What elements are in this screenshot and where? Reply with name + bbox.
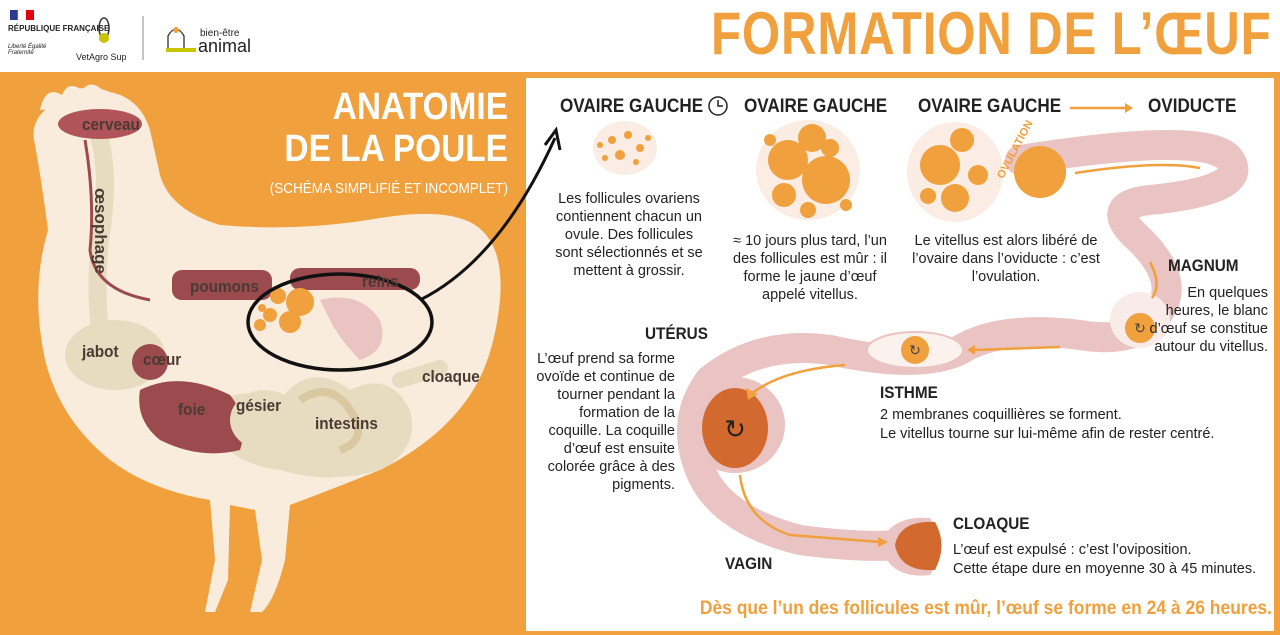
step-isthme-title: ISTHME: [880, 383, 938, 402]
step-ovaire-2-title: OVAIRE GAUCHE: [744, 96, 888, 117]
anatomy-title: ANATOMIE DE LA POULE: [250, 86, 508, 170]
step-ovaire-1-title: OVAIRE GAUCHE: [560, 96, 704, 117]
step-cloaque-line1: L’œuf est expulsé : c’est l’oviposition.: [953, 542, 1192, 558]
step-isthme-line1: 2 membranes coquillières se forment.: [880, 407, 1122, 423]
footer-note: Dès que l’un des follicules est mûr, l’œ…: [699, 598, 1272, 619]
zoom-arrow: [419, 137, 557, 302]
follicles-growing-illustration: [756, 120, 860, 220]
magnum-yolk: [1125, 313, 1155, 343]
label-cerveau: cerveau: [82, 115, 140, 134]
vetagro-label: VetAgro Sup: [76, 52, 127, 62]
brain-shape: [58, 109, 142, 139]
cloaca-egg: [895, 521, 942, 571]
ovulation-illustration: [907, 122, 1066, 222]
logos: RÉPUBLIQUE FRANÇAISE Liberté Égalité Fra…: [8, 8, 278, 64]
republique-logo-icon: [10, 9, 196, 60]
step-ovaire-3-text: Le vitellus est alors libéré de l’ovaire…: [912, 233, 1100, 285]
hen-comb-shape: [40, 84, 104, 110]
anatomy-title-line2: DE LA POULE: [284, 128, 508, 170]
label-coeur: cœur: [143, 350, 182, 369]
uterus-rotate-icon: ↻: [724, 414, 746, 444]
bien-etre-label: bien-être: [200, 28, 240, 39]
animal-label: animal: [198, 36, 252, 56]
label-foie: foie: [178, 400, 206, 419]
label-intestins: intestins: [315, 414, 378, 433]
flow-arrows: [738, 106, 1201, 544]
step-cloaque-line2: Cette étape dure en moyenne 30 à 45 minu…: [953, 561, 1257, 577]
zoom-ellipse: [246, 272, 434, 372]
oesophagus-shape: [88, 131, 114, 339]
step-magnum-title: MAGNUM: [1168, 256, 1239, 275]
step-oviducte-title: OVIDUCTE: [1148, 96, 1237, 117]
bien-etre-animal-logo-icon: [166, 27, 196, 52]
label-reins: reins: [362, 272, 399, 291]
label-gesier: gésier: [236, 396, 282, 415]
step-ovaire-1-text: Les follicules ovariens contiennent chac…: [555, 191, 703, 279]
isthme-rotate-icon: ↻: [909, 342, 921, 358]
oviduct-anatomy-shape: [320, 297, 383, 360]
step-uterus-title: UTÉRUS: [645, 324, 708, 343]
label-jabot: jabot: [82, 342, 119, 361]
trachea-shape: [83, 139, 151, 302]
label-poumons: poumons: [190, 277, 259, 296]
zoom-arrowhead: [543, 126, 562, 151]
header: RÉPUBLIQUE FRANÇAISE Liberté Égalité Fra…: [0, 0, 1280, 72]
republique-motto: Liberté Égalité Fraternité: [8, 44, 47, 56]
flow-arrowheads: [746, 103, 1133, 547]
republique-label: RÉPUBLIQUE FRANÇAISE: [8, 24, 110, 33]
clock-icon: [708, 96, 728, 116]
step-cloaque-title: CLOAQUE: [953, 514, 1030, 533]
step-ovaire-3-title: OVAIRE GAUCHE: [918, 96, 1062, 117]
anatomy-title-line1: ANATOMIE: [332, 86, 508, 128]
oviduct-tube-shape: [677, 130, 1249, 561]
gizzard-shape: [230, 390, 300, 450]
label-cloaque: cloaque: [422, 367, 480, 386]
uterus-egg: [702, 388, 768, 468]
anatomy-subtitle: (SCHÉMA SIMPLIFIÉ ET INCOMPLET): [269, 180, 508, 197]
lungs-shape: [172, 270, 272, 300]
step-magnum-text: En quelques heures, le blanc d’œuf se co…: [1149, 285, 1268, 355]
ovary-follicles-shape: [254, 288, 314, 333]
liver-shape: [139, 381, 244, 454]
isthme-yolk: [901, 336, 929, 364]
step-vagin-title: VAGIN: [725, 554, 773, 573]
heart-shape: [132, 344, 168, 380]
label-oesophage: œsophage: [91, 188, 110, 274]
vetagro-logo-icon: [98, 17, 110, 43]
step-ovaire-2-text: ≈ 10 jours plus tard, l’un des follicule…: [733, 233, 887, 303]
step-uterus-text: L’œuf prend sa forme ovoïde et continue …: [536, 351, 675, 493]
page-title: FORMATION DE L’ŒUF: [711, 0, 1272, 67]
cloaca-tube-shape: [392, 360, 448, 388]
follicles-small-illustration: [593, 121, 657, 175]
magnum-rotate-icon: ↻: [1134, 320, 1146, 336]
step-isthme-line2: Le vitellus tourne sur lui-même afin de …: [880, 426, 1215, 442]
